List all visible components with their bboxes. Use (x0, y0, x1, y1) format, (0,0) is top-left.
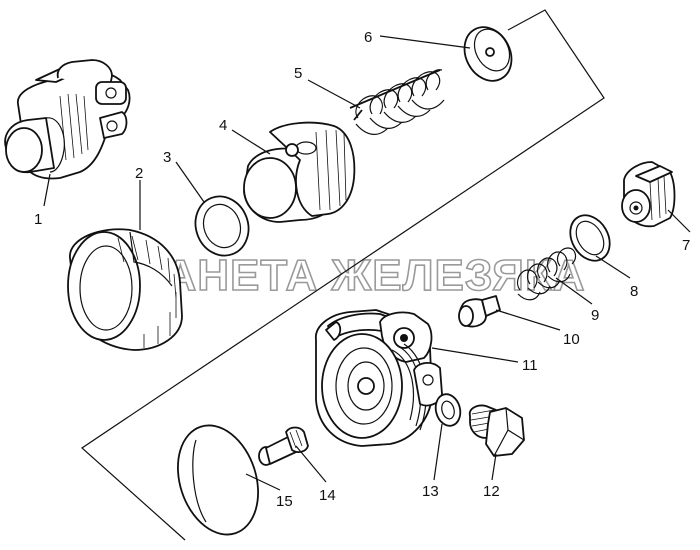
leader-lines (43, 35, 691, 491)
part-13-washer (434, 393, 462, 427)
part-10-valve-plug (458, 295, 501, 328)
callout-13: 13 (422, 483, 439, 500)
callout-1: 1 (34, 211, 42, 228)
callout-8: 8 (630, 283, 638, 300)
assembly-boundary-line (81, 9, 605, 541)
callout-3: 3 (163, 149, 171, 166)
part-15-membrane (177, 424, 259, 536)
callout-12: 12 (483, 483, 500, 500)
callout-7: 7 (682, 237, 690, 254)
part-9-small-spring (516, 247, 577, 301)
callout-2: 2 (135, 165, 143, 182)
callout-9: 9 (591, 307, 599, 324)
part-6-disc (463, 26, 513, 82)
part-8-o-ring (569, 214, 611, 262)
callout-11: 11 (522, 357, 538, 374)
callout-10: 10 (563, 331, 580, 348)
part-3-sealing-ring (194, 195, 250, 257)
part-5-spring (349, 69, 445, 135)
part-7-cap-nut (621, 161, 676, 228)
part-12-hex-plug (468, 404, 525, 457)
part-14-pin (258, 426, 309, 466)
part-1-valve-assembly (4, 59, 131, 180)
part-2-knurled-nut (67, 228, 183, 351)
callout-labels: 1 2 3 4 5 6 7 8 9 10 11 12 13 14 15 (34, 29, 690, 510)
callout-14: 14 (319, 487, 336, 504)
callout-5: 5 (294, 65, 302, 82)
part-4-piston (243, 121, 356, 223)
callout-15: 15 (276, 493, 293, 510)
callout-6: 6 (364, 29, 372, 46)
part-11-valve-body (315, 309, 443, 447)
callout-4: 4 (219, 117, 227, 134)
